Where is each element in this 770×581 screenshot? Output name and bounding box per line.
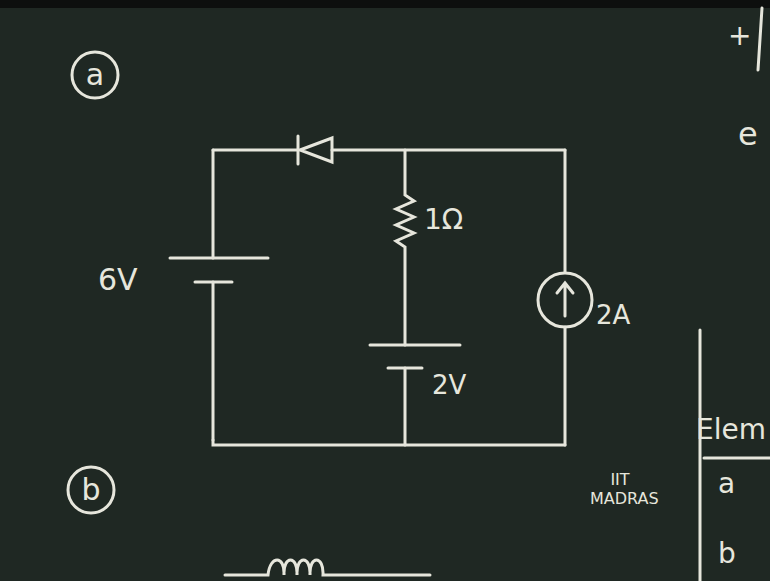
- sign-note: +: [728, 22, 751, 50]
- chalk-stroke: [758, 8, 762, 70]
- circled-letter: a: [70, 50, 120, 100]
- inductor-symbol: [225, 560, 430, 575]
- part-letter: b: [81, 475, 100, 505]
- current-label: 2A: [596, 302, 630, 328]
- table-cell: a: [718, 470, 735, 498]
- battery-plate: [370, 344, 460, 347]
- resistance-label: 1Ω: [424, 206, 463, 234]
- wire: [213, 149, 298, 152]
- voltage-label: 2V: [432, 372, 466, 398]
- part-letter: a: [86, 60, 104, 90]
- wire: [564, 150, 567, 272]
- table-heading: Elem: [696, 416, 766, 444]
- table-line: [699, 330, 702, 581]
- table-cell: b: [718, 540, 736, 568]
- wire: [212, 282, 215, 440]
- board-edge: [0, 0, 770, 8]
- diode-symbol: [300, 138, 332, 162]
- wire: [212, 150, 215, 258]
- current-source: [538, 273, 592, 327]
- note-letter: e: [738, 118, 758, 150]
- current-arrow: [557, 283, 573, 316]
- table-line: [704, 457, 770, 460]
- wire: [332, 149, 565, 152]
- wire: [404, 368, 407, 445]
- wire: [564, 327, 567, 445]
- watermark: IIT MADRAS: [590, 470, 650, 508]
- voltage-label: 6V: [98, 265, 138, 295]
- circled-letter: b: [66, 465, 116, 515]
- wire: [213, 440, 565, 445]
- battery-plate: [170, 257, 268, 260]
- resistor-symbol: [396, 150, 414, 345]
